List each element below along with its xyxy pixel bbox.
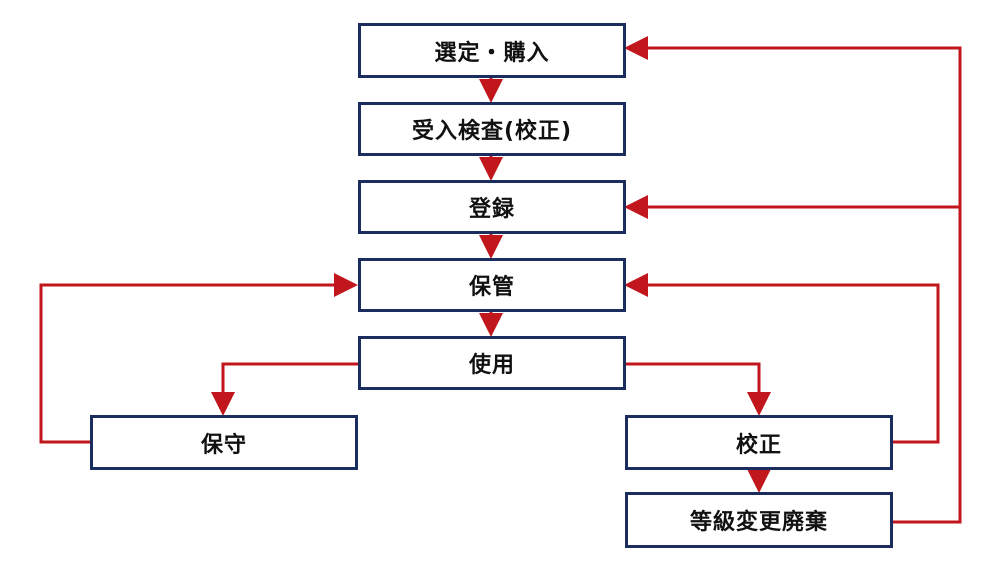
node-use: 使用 — [358, 336, 626, 390]
node-maintenance: 保守 — [90, 415, 358, 470]
node-selection-purchase: 選定・購入 — [358, 23, 626, 78]
arrow-maintenance-to-storage — [39, 273, 358, 444]
node-registration-label: 登録 — [468, 197, 515, 222]
node-grade-change-disposal: 等級変更廃棄 — [625, 492, 893, 548]
node-selection-purchase-label: 選定・購入 — [434, 40, 550, 66]
node-maintenance-label: 保守 — [200, 432, 247, 458]
node-calibration: 校正 — [625, 415, 893, 470]
node-storage-label: 保管 — [468, 275, 515, 300]
node-acceptance-inspection: 受入検査(校正) — [358, 102, 626, 156]
arrow-use-to-maintenance — [211, 362, 358, 416]
arrow-calibration-to-storage — [624, 273, 940, 444]
arrow-disposal-loop — [624, 36, 962, 524]
node-registration: 登録 — [358, 180, 626, 234]
node-storage: 保管 — [358, 258, 626, 312]
node-grade-change-disposal-label: 等級変更廃棄 — [689, 510, 828, 535]
node-use-label: 使用 — [468, 353, 515, 378]
node-acceptance-inspection-label: 受入検査(校正) — [411, 119, 573, 144]
arrow-use-to-calibration — [625, 362, 771, 416]
node-calibration-label: 校正 — [735, 432, 782, 458]
